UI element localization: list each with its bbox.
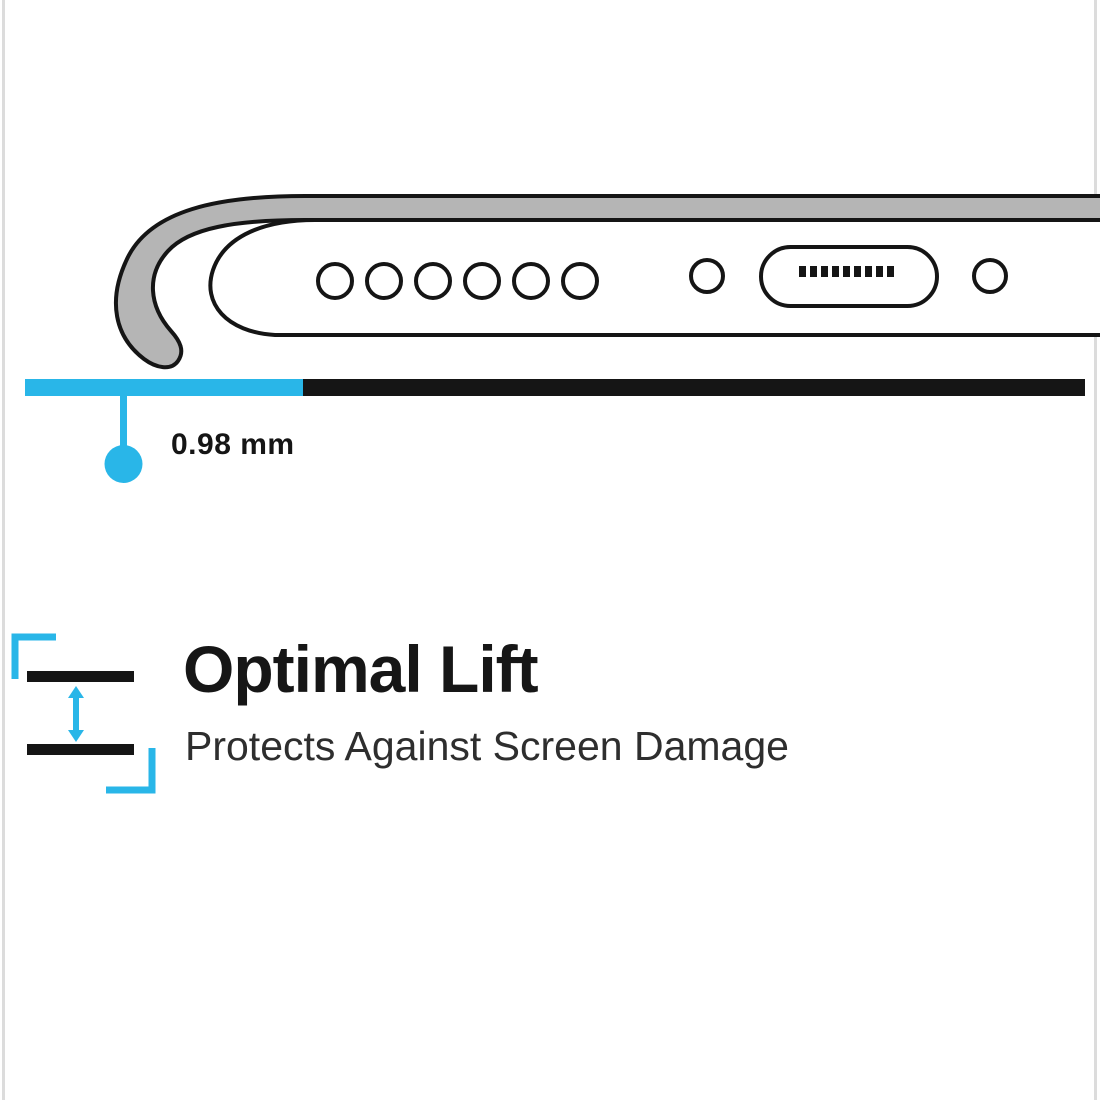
feature-title: Optimal Lift (183, 632, 539, 706)
speaker-hole (512, 262, 550, 300)
measurement-pointer-dot (104, 445, 143, 483)
screw-hole-left (689, 258, 725, 294)
case-lip (113, 194, 1100, 370)
speaker-hole (463, 262, 501, 300)
lift-gap-highlight (25, 379, 303, 396)
right-edge-border (1094, 0, 1097, 1100)
speaker-hole (365, 262, 403, 300)
corner-bracket-bottom-right-icon (106, 748, 156, 794)
measurement-label: 0.98 mm (171, 428, 295, 461)
surface-measurement (25, 379, 1085, 483)
speaker-hole (414, 262, 452, 300)
speaker-hole (316, 262, 354, 300)
charging-port (759, 245, 939, 308)
phone-case-illustration (113, 194, 1100, 370)
feature-subtitle: Protects Against Screen Damage (185, 723, 789, 769)
lift-icon (11, 633, 156, 794)
screw-hole-right (972, 258, 1008, 294)
corner-bracket-top-left-icon (11, 633, 56, 679)
left-edge-border (2, 0, 5, 1100)
top-surface-bar (27, 671, 134, 682)
speaker-hole (561, 262, 599, 300)
bottom-surface-bar (27, 744, 134, 755)
charging-port-pins (799, 266, 894, 277)
measurement-pointer-line (120, 396, 127, 448)
surface-line (303, 379, 1085, 396)
vertical-arrows-icon (68, 686, 84, 742)
